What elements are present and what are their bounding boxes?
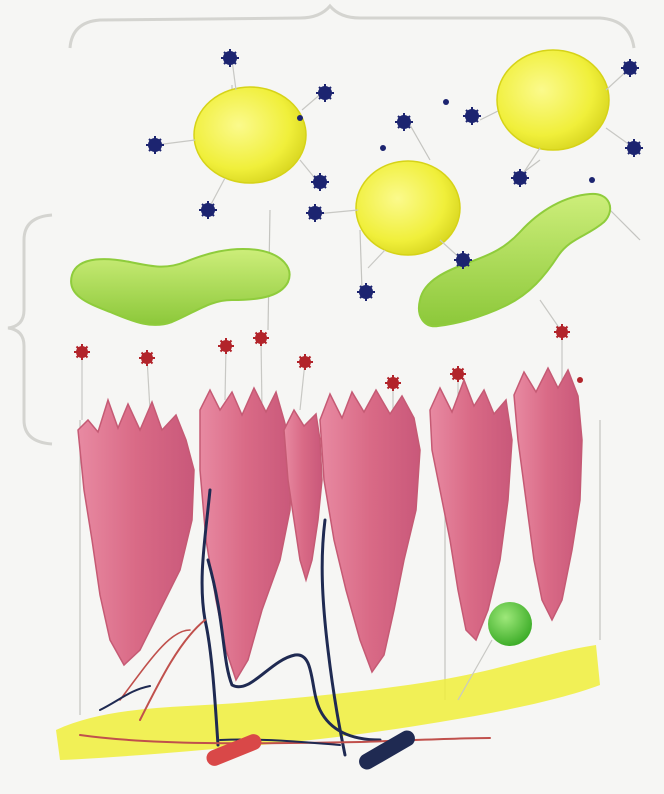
left-bracket	[8, 215, 52, 444]
blue-star	[221, 49, 239, 67]
red-stars	[74, 324, 583, 391]
blue-star	[316, 84, 334, 102]
blue-star	[625, 139, 643, 157]
blue-star	[311, 173, 329, 191]
green-rod-left	[71, 249, 289, 325]
red-star	[577, 377, 583, 383]
blue-star	[511, 169, 529, 187]
red-star	[385, 375, 401, 391]
epithelial-cell-2	[200, 388, 292, 680]
epithelial-cell-6	[284, 410, 322, 580]
red-star	[554, 324, 570, 340]
red-star	[139, 350, 155, 366]
red-star	[253, 330, 269, 346]
epithelial-cell-5	[514, 368, 582, 620]
blue-star	[297, 115, 303, 121]
red-star	[218, 338, 234, 354]
blue-star	[357, 283, 375, 301]
blue-star	[199, 201, 217, 219]
blue-star	[589, 177, 595, 183]
red-star	[297, 354, 313, 370]
blue-star	[306, 204, 324, 222]
blue-star	[146, 136, 164, 154]
epithelial-cell-1	[78, 400, 194, 665]
blue-star	[443, 99, 449, 105]
yellow-cell-2	[356, 161, 460, 255]
blue-star	[463, 107, 481, 125]
blue-star	[380, 145, 386, 151]
top-bracket	[70, 6, 634, 48]
yellow-cell-3	[497, 50, 609, 150]
yellow-cell-1	[194, 87, 306, 183]
epithelial-cell-4	[430, 380, 512, 640]
blue-star	[395, 113, 413, 131]
red-star	[74, 344, 90, 360]
epithelial-cell-3	[320, 390, 420, 672]
